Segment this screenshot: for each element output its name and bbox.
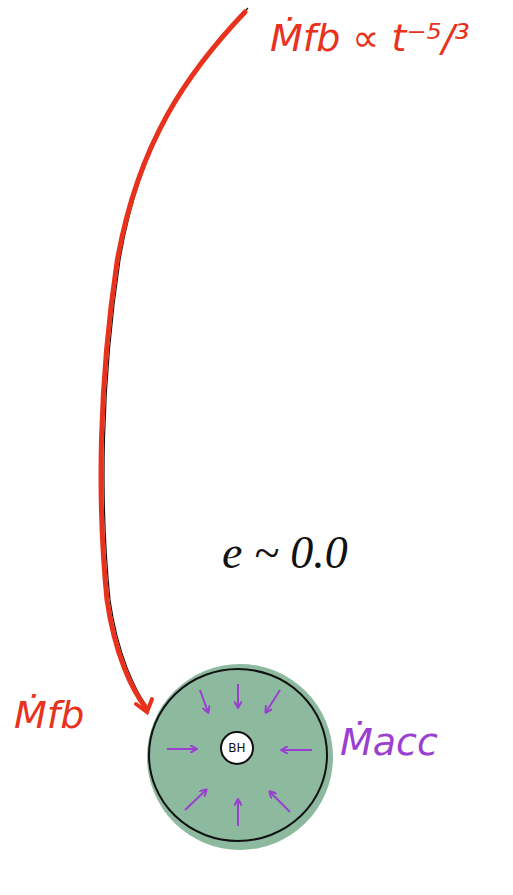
accretion-disk (147, 664, 333, 850)
stream-outline (104, 8, 248, 708)
fallback-rate-label: Ṁfb ∝ t⁻⁵/³ (270, 18, 470, 60)
black-hole: BH (220, 731, 254, 765)
stream-arrowhead (136, 699, 152, 712)
fallback-stream (101, 12, 245, 708)
accretion-label: Ṁacc (340, 722, 438, 764)
fallback-label: Ṁfb (14, 695, 84, 737)
inflow-arrows (167, 684, 312, 826)
disk-outline (149, 669, 327, 841)
eccentricity-label: e ~ 0.0 (222, 528, 348, 579)
node-text: BH (228, 741, 245, 755)
